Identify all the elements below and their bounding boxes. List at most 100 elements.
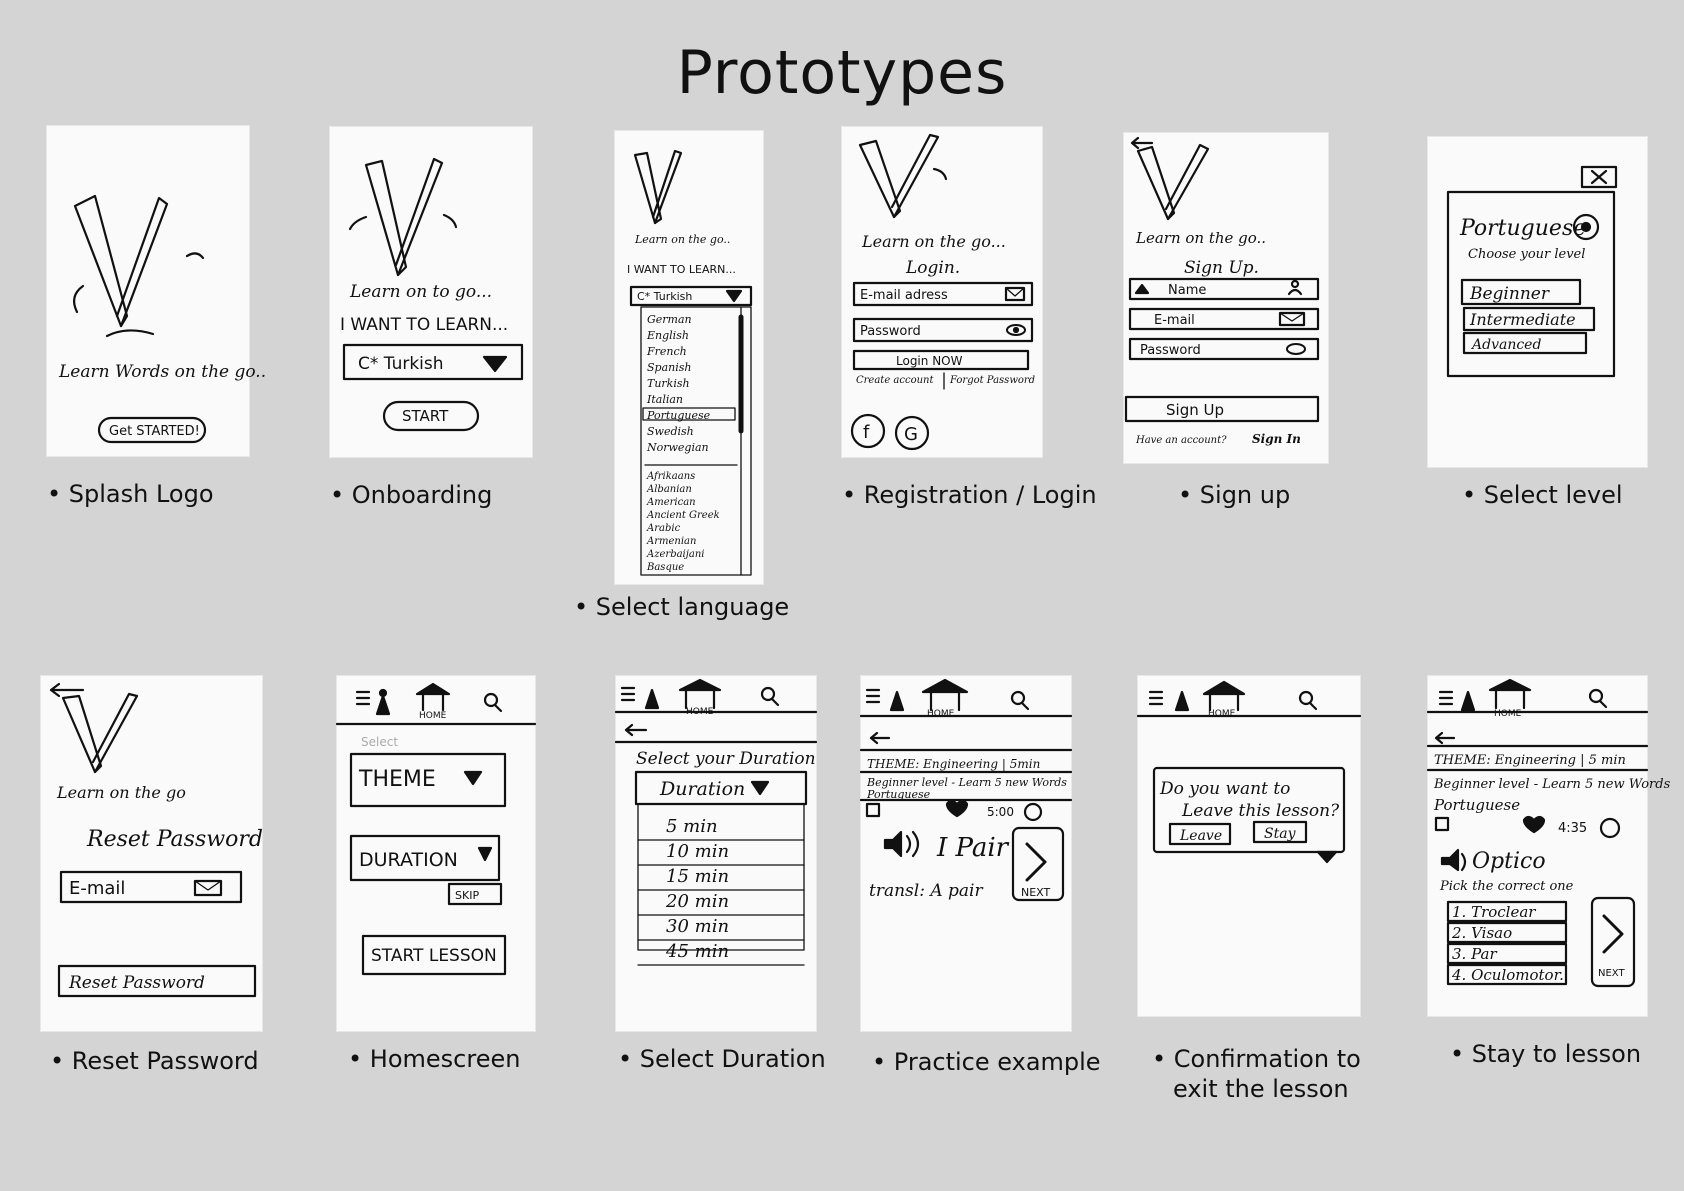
language-option[interactable]: French [646,345,687,358]
back-arrow-icon[interactable] [624,723,648,737]
language-option[interactable]: Armenian [646,536,696,547]
answer-choice[interactable] [1446,921,1568,944]
stay-button[interactable] [1252,820,1308,844]
home-icon[interactable] [1202,680,1246,696]
facebook-icon[interactable] [850,413,886,449]
menu-icon[interactable] [355,690,371,706]
language-option[interactable]: English [646,329,689,342]
reset-password-button[interactable] [57,964,257,998]
duration-options[interactable]: 5 min 10 min 15 min 20 min 30 min 45 min [637,816,805,966]
language-option[interactable]: Swedish [647,425,694,438]
profile-icon[interactable] [644,688,660,710]
signup-password-field[interactable] [1128,337,1320,361]
language-option[interactable]: American [646,497,696,508]
language-option[interactable]: Portuguese [646,409,711,422]
close-button[interactable] [1580,165,1618,189]
language-list[interactable] [640,306,752,576]
get-started-button[interactable] [97,416,207,444]
level-option-advanced[interactable] [1462,331,1588,355]
language-option[interactable]: Arabic [646,523,681,534]
language-option[interactable]: Basque [646,562,684,573]
name-field[interactable] [1128,277,1320,301]
chevron-down-icon [463,770,483,786]
home-icon[interactable] [1488,678,1532,692]
signup-password-placeholder: Password [1140,343,1201,358]
menu-icon[interactable] [1148,690,1164,706]
heart-icon[interactable] [1522,815,1546,834]
signup-email-field[interactable] [1128,307,1320,331]
back-arrow-icon[interactable] [1434,731,1456,745]
back-arrow-icon[interactable] [49,682,85,698]
practice-translation: transl: A pair [869,881,983,901]
answer-choice[interactable] [1446,900,1568,923]
google-icon[interactable] [894,415,930,451]
search-icon[interactable] [483,692,499,708]
level-option-intermediate[interactable] [1462,306,1596,332]
back-arrow-icon[interactable] [1130,136,1154,150]
language-option[interactable]: Turkish [647,377,690,390]
caption-splash: • Splash Logo [47,480,214,508]
start-button[interactable] [382,400,480,432]
answer-choice[interactable] [1446,942,1568,965]
search-icon[interactable] [1588,688,1604,704]
splash-sketch: Learn Words on the go.. Get STARTED! [58,194,266,444]
home-icon[interactable] [678,678,722,692]
language-option[interactable]: Ancient Greek [646,510,720,521]
duration-option[interactable]: 30 min [666,916,729,937]
password-field[interactable] [852,317,1034,343]
language-option[interactable]: Azerbaijani [646,549,704,560]
level-option-beginner[interactable] [1460,278,1582,306]
forgot-password-link[interactable]: Forgot Password [949,375,1035,386]
next-button[interactable] [1590,896,1636,988]
email-placeholder: E-mail adress [860,288,948,303]
caption-signup: • Sign up [1178,481,1291,509]
duration-option[interactable]: 15 min [666,866,729,887]
answer-choice[interactable] [1446,963,1568,986]
language-options[interactable]: GermanEnglishFrenchSpanishTurkishItalian… [646,313,720,573]
menu-icon[interactable] [620,686,636,702]
signup-tagline: Learn on the go.. [1135,229,1266,247]
speaker-icon[interactable] [883,830,903,858]
language-option[interactable]: Albanian [646,484,692,495]
sign-in-link[interactable]: Sign In [1252,432,1301,446]
menu-icon[interactable] [865,688,881,704]
login-button[interactable] [852,349,1030,371]
back-arrow-icon[interactable] [869,731,891,745]
speaker-icon[interactable] [1440,848,1460,872]
language-option[interactable]: German [647,313,692,326]
home-icon[interactable] [415,682,451,696]
signup-button[interactable] [1124,395,1320,423]
duration-list[interactable] [637,803,805,951]
profile-icon[interactable] [1460,690,1476,712]
email-field[interactable] [852,281,1034,307]
duration-option[interactable]: 20 min [665,891,729,912]
heart-icon[interactable] [945,799,969,818]
duration-option[interactable]: 10 min [666,841,729,862]
duration-dropdown[interactable] [349,834,501,882]
theme-dropdown[interactable] [349,752,507,808]
next-button[interactable] [1011,826,1065,902]
search-icon[interactable] [760,686,776,702]
menu-icon[interactable] [1438,690,1454,706]
search-icon[interactable] [1298,690,1314,706]
profile-icon[interactable] [1174,690,1190,712]
language-option[interactable]: Italian [646,393,683,406]
profile-icon[interactable] [375,694,391,716]
language-option[interactable]: Afrikaans [646,471,695,482]
create-account-link[interactable]: Create account [856,375,934,386]
duration-option[interactable]: 45 min [665,941,729,962]
profile-icon[interactable] [889,690,905,712]
reset-email-field[interactable] [59,870,243,904]
language-select[interactable] [342,343,524,381]
duration-option[interactable]: 5 min [666,816,718,837]
language-option[interactable]: Spanish [647,361,691,374]
skip-button[interactable] [447,882,503,906]
start-lesson-button[interactable] [361,934,507,976]
leave-button[interactable] [1168,822,1232,846]
language-option[interactable]: Norwegian [646,441,709,454]
search-icon[interactable] [1010,690,1026,706]
home-icon[interactable] [921,678,969,694]
language-dropdown[interactable] [629,285,753,307]
level-option-label: Advanced [1470,337,1541,353]
